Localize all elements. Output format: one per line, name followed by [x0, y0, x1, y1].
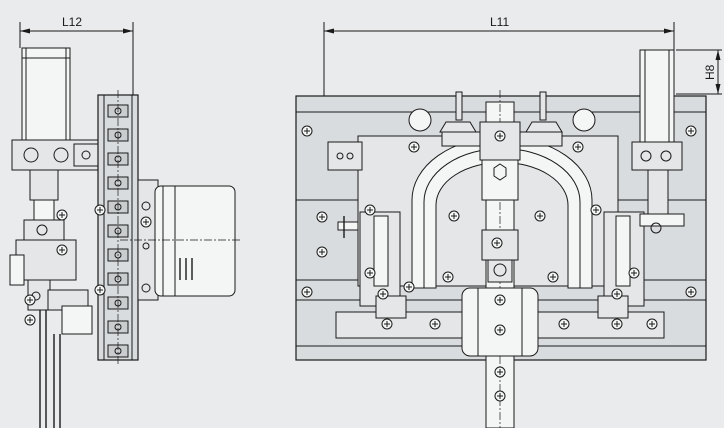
dimension-l12: L12 — [19, 15, 134, 110]
dimension-label-h8: H8 — [703, 64, 717, 80]
dimension-l11: L11 — [323, 15, 675, 96]
front-view — [24, 49, 707, 428]
dimension-label-l12: L12 — [62, 15, 82, 29]
dimension-label-l11: L11 — [490, 15, 509, 29]
dimension-h8: H8 — [676, 49, 722, 95]
side-view — [9, 47, 240, 428]
